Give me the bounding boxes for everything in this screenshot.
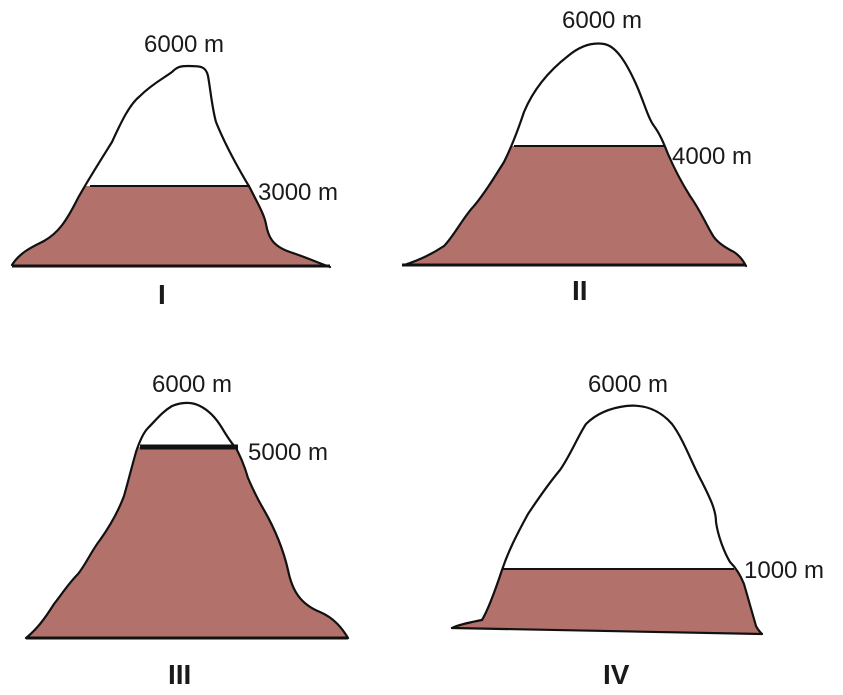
level-label-IV: 1000 m	[744, 557, 824, 584]
mountain-I: 6000 m 3000 m I	[10, 31, 338, 310]
lower-zone-IV	[452, 569, 762, 634]
mountain-IV: 6000 m 1000 m IV	[450, 371, 824, 690]
outline-II	[402, 42, 748, 268]
summit-label-III: 6000 m	[152, 371, 232, 398]
summit-label-II: 6000 m	[562, 7, 642, 34]
level-label-I: 3000 m	[258, 179, 338, 206]
summit-label-IV: 6000 m	[588, 371, 668, 398]
mountain-II: 6000 m 4000 m II	[402, 7, 752, 306]
outline-III	[24, 401, 350, 640]
base-line-IV	[450, 626, 764, 636]
mountain-III: 6000 m 5000 m III	[24, 371, 350, 690]
roman-label-IV: IV	[603, 659, 630, 690]
outline-I	[10, 64, 332, 269]
roman-label-II: II	[572, 275, 588, 306]
level-label-III: 5000 m	[248, 439, 328, 466]
roman-label-III: III	[168, 659, 191, 690]
lower-zone-III	[26, 447, 348, 638]
roman-label-I: I	[158, 279, 166, 310]
summit-label-I: 6000 m	[144, 31, 224, 58]
level-label-II: 4000 m	[672, 143, 752, 170]
outline-IV	[450, 404, 764, 636]
